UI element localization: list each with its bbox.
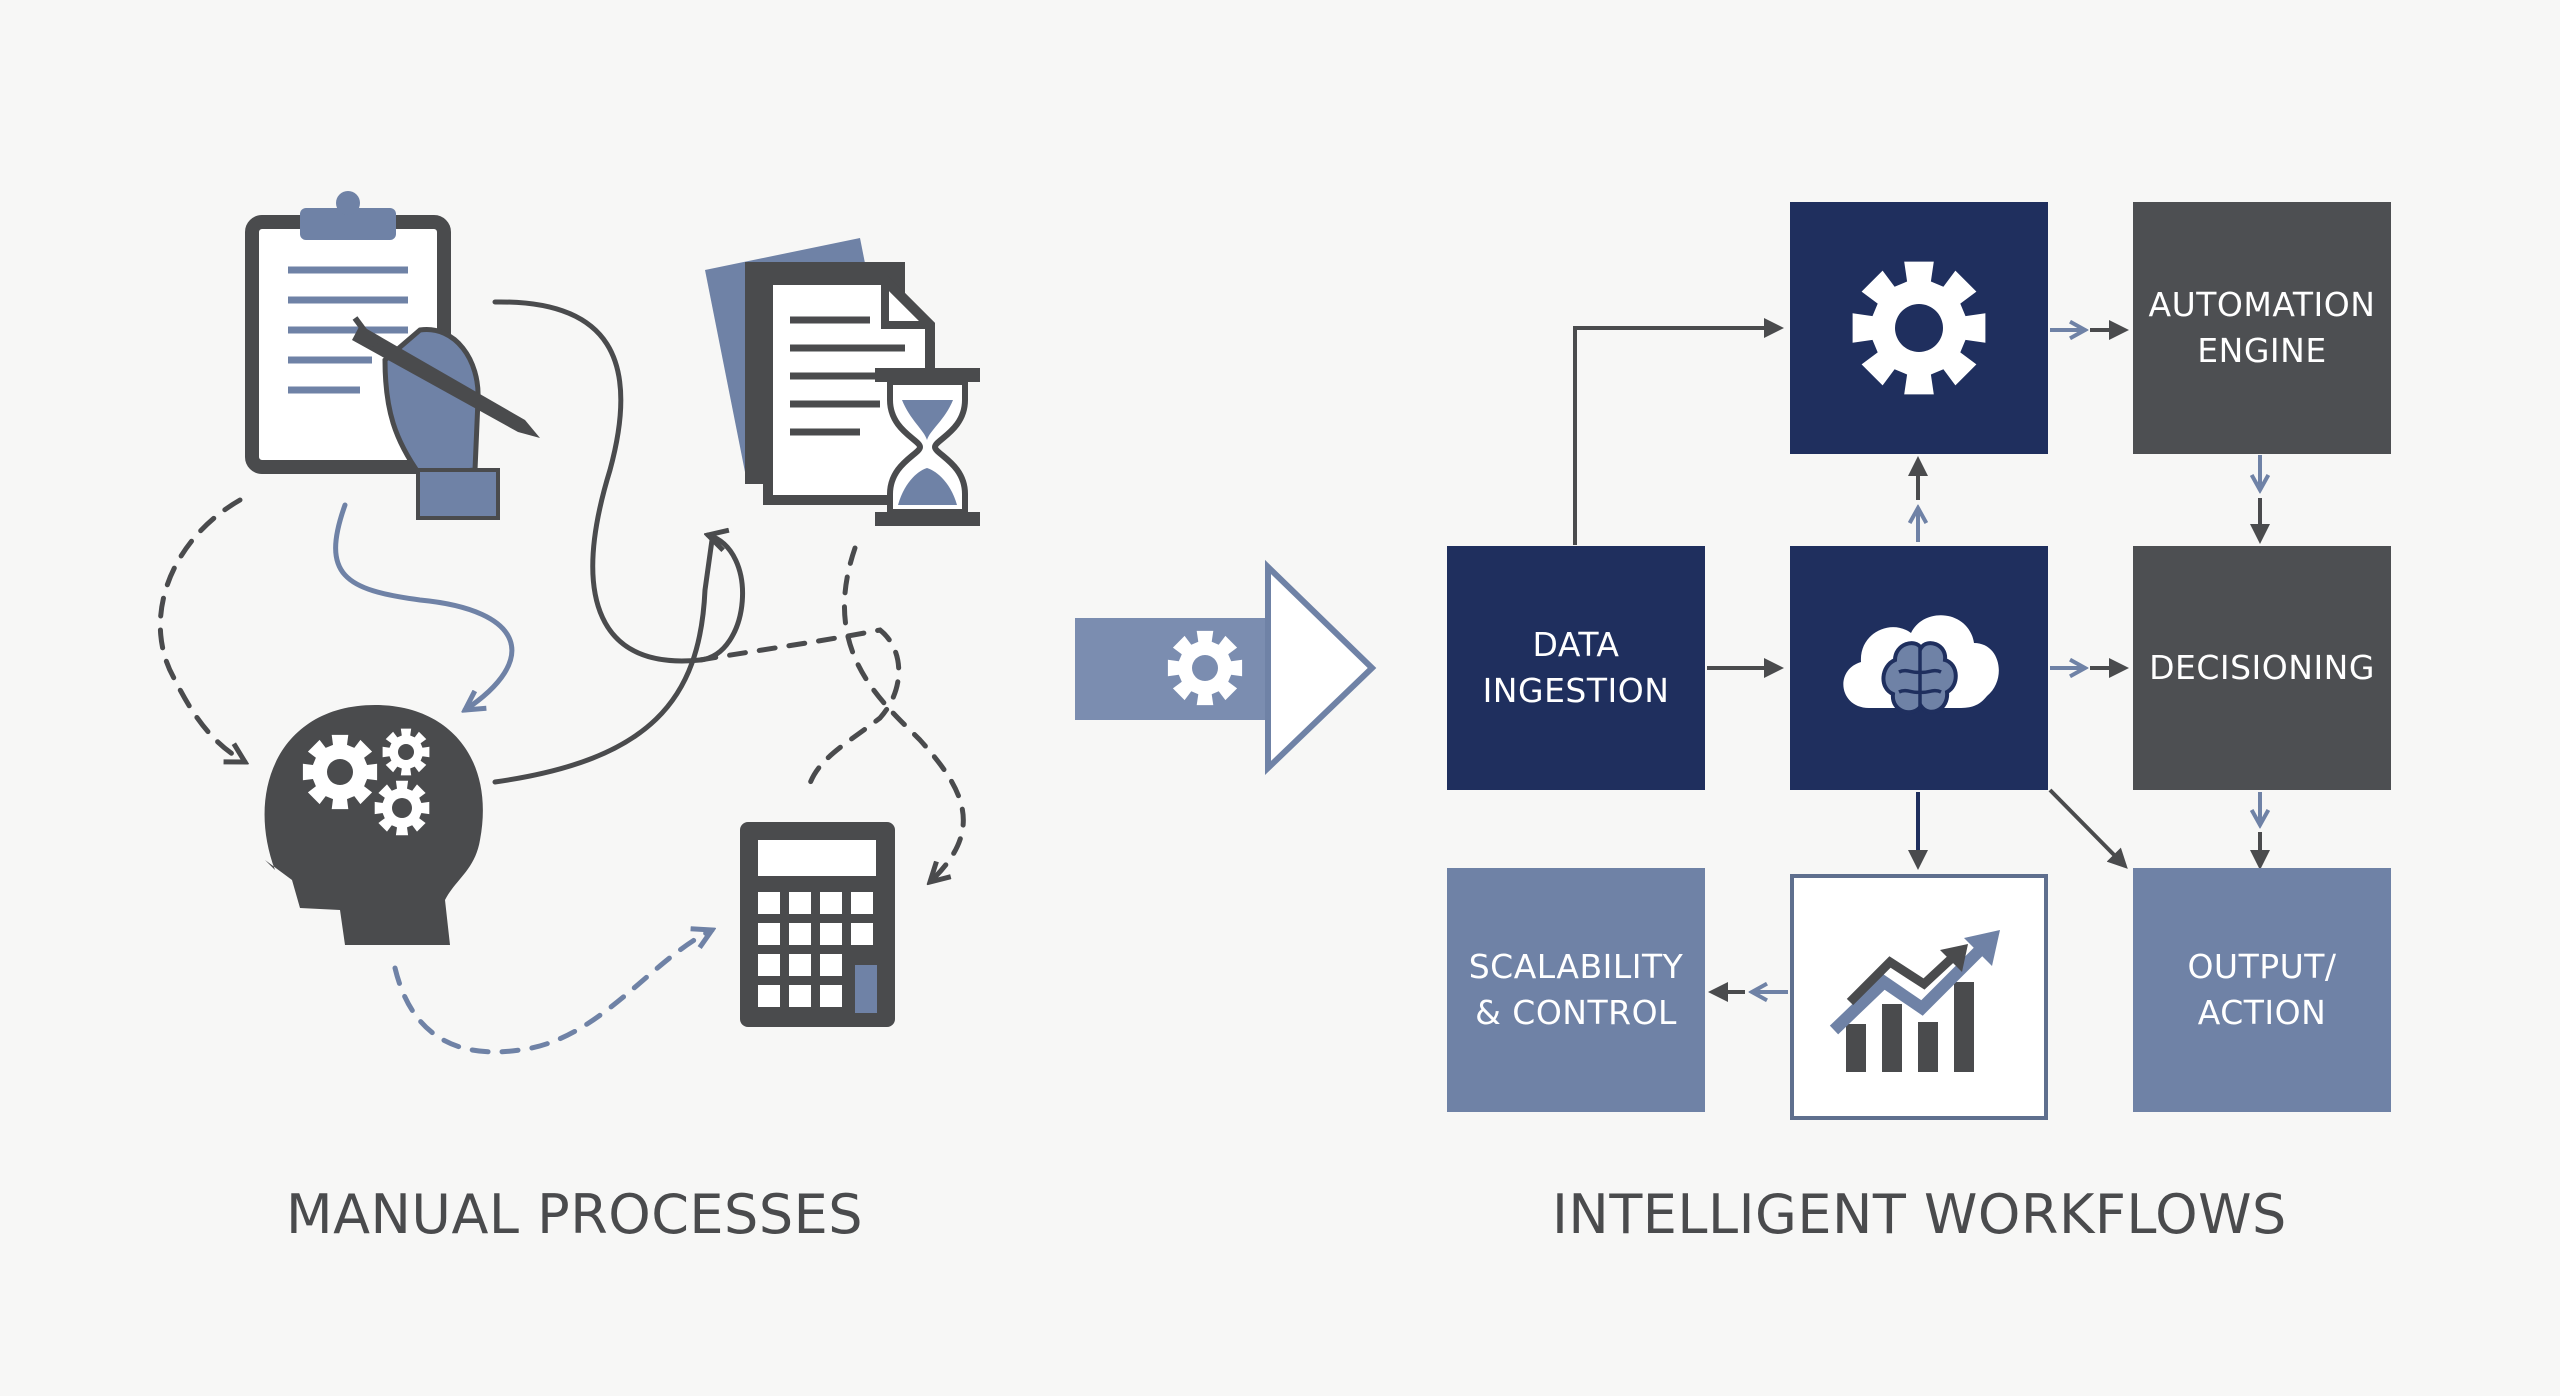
output-action-label: OUTPUT/ ACTION [2187, 947, 2337, 1032]
calculator-key [758, 923, 780, 945]
head-with-gears-icon [264, 705, 483, 945]
calculator-key [789, 923, 811, 945]
gear-hole [1192, 655, 1218, 681]
calculator-key [789, 892, 811, 914]
hourglass-icon [875, 368, 980, 526]
calculator-key [820, 985, 842, 1007]
cloud-brain-icon [1843, 615, 1999, 715]
gear-hole [1895, 304, 1943, 352]
dashed-curve-documents-to-calculator [842, 545, 966, 882]
calculator-key [758, 892, 780, 914]
workflow-connectors [1573, 318, 2270, 1002]
manual-connectors [157, 299, 966, 1055]
document-stack-icon [705, 238, 935, 505]
gear-icon [1167, 630, 1243, 706]
data-ingestion-label: DATA INGESTION [1482, 625, 1670, 710]
calculator-key [789, 954, 811, 976]
writing-hand-icon [352, 316, 540, 520]
calculator-key [758, 954, 780, 976]
connector-brain-to-output [2048, 788, 2128, 869]
calculator-key [758, 985, 780, 1007]
node-scalability-control: SCALABILITY & CONTROL [1447, 868, 1705, 1112]
manual-processes-caption: MANUAL PROCESSES [286, 1183, 864, 1246]
node-output-action: OUTPUT/ ACTION [2133, 868, 2391, 1112]
automation-engine-label: AUTOMATION ENGINE [2148, 285, 2376, 370]
node-automation-engine: AUTOMATION ENGINE [2133, 202, 2391, 454]
calculator-key [820, 892, 842, 914]
calculator-icon [740, 822, 895, 1027]
curve-clipboard-to-documents [492, 299, 746, 664]
node-data-ingestion: DATA INGESTION [1447, 546, 1705, 790]
growth-chart-icon [1829, 930, 2000, 1072]
calculator-key [851, 923, 873, 945]
node-growth-chart [1790, 874, 2048, 1120]
gear-hole [398, 744, 414, 760]
calculator-key [789, 985, 811, 1007]
intelligent-workflows-caption: INTELLIGENT WORKFLOWS [1552, 1183, 2287, 1246]
node-gear [1790, 202, 2048, 454]
calculator-key [851, 892, 873, 914]
calculator-key [820, 923, 842, 945]
dashed-curve-clipboard-to-head [157, 497, 245, 762]
connector-ingestion-to-gear [1573, 318, 1784, 545]
blue-curve-clipboard-to-head [333, 502, 515, 710]
gear-icon [1852, 261, 1986, 395]
arrow-right-icon [1075, 559, 1377, 776]
calculator-key [820, 954, 842, 976]
node-cloud-brain [1790, 546, 2048, 790]
curve-head-to-documents [492, 537, 715, 785]
decisioning-label: DECISIONING [2149, 648, 2375, 687]
scalability-control-label: SCALABILITY & CONTROL [1468, 947, 1684, 1032]
node-decisioning: DECISIONING [2133, 546, 2391, 790]
dashed-line-crossing [697, 627, 902, 793]
dashed-curve-head-to-calculator [392, 930, 712, 1055]
gear-hole [392, 798, 412, 818]
gear-hole [327, 759, 353, 785]
